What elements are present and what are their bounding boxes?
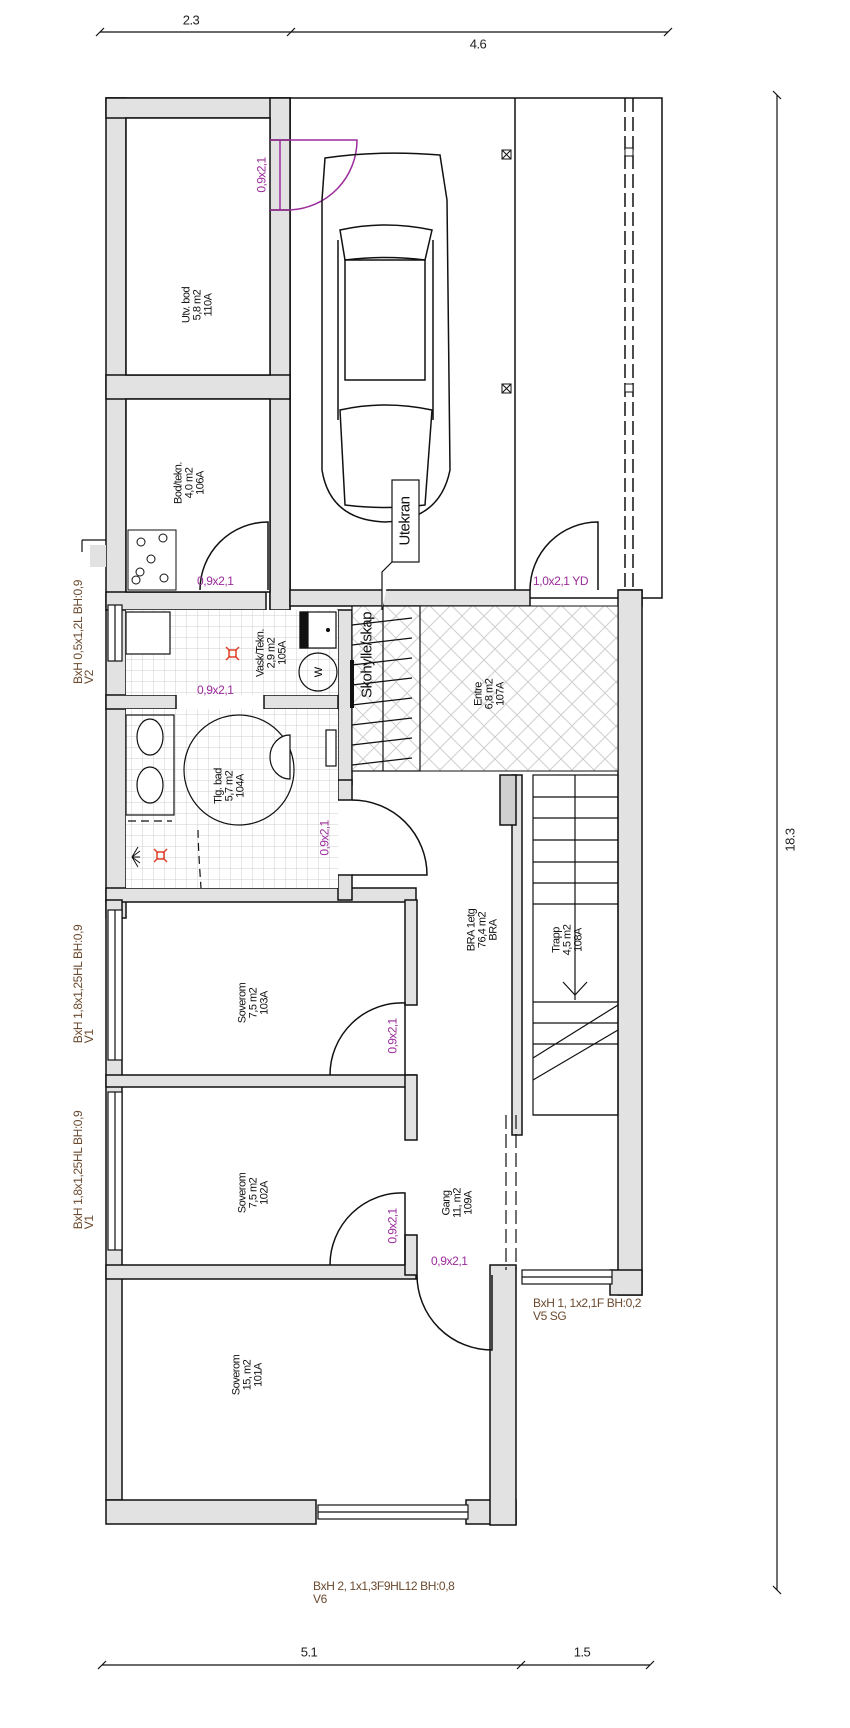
utv-bod-room bbox=[125, 117, 271, 376]
outdoor-tap-label: Utekran bbox=[396, 496, 414, 546]
door-label: 0,9x2,1 bbox=[254, 157, 269, 193]
sink-tech bbox=[125, 611, 171, 655]
stairs bbox=[505, 774, 619, 1270]
door-label: 0,9x2,1 bbox=[385, 1208, 400, 1244]
door-label: 0,9x2,1 bbox=[317, 820, 332, 856]
technical-unit bbox=[127, 529, 177, 591]
door-label: 0,9x2,1 bbox=[197, 574, 234, 588]
shower-icon bbox=[131, 846, 141, 868]
dimension-label: 4.6 bbox=[469, 36, 487, 52]
dimension-label: 2.3 bbox=[182, 12, 200, 28]
outdoor-tap-callout bbox=[381, 479, 420, 610]
door-label: 1,0x2,1 YD bbox=[533, 574, 589, 588]
doors bbox=[199, 139, 599, 1351]
entre-floor bbox=[419, 605, 619, 772]
dimension-right bbox=[772, 90, 782, 1595]
dimension-label: 1.5 bbox=[573, 1644, 591, 1660]
dimension-top bbox=[95, 27, 673, 37]
door-label: 0,9x2,1 bbox=[431, 1254, 468, 1268]
svg-text:W: W bbox=[313, 666, 325, 677]
bath-fixtures bbox=[125, 714, 337, 889]
door-label: 0,9x2,1 bbox=[197, 683, 234, 697]
shoe-cabinet-label: Skohylle/skap bbox=[358, 611, 376, 699]
post-marks bbox=[501, 147, 634, 394]
dimension-label: 5.1 bbox=[300, 1644, 318, 1660]
dimension-bottom bbox=[97, 1660, 655, 1670]
carport bbox=[289, 97, 663, 599]
windows bbox=[107, 604, 613, 1520]
door-label: 0,9x2,1 bbox=[385, 1018, 400, 1054]
car-icon bbox=[321, 152, 451, 523]
sink bbox=[298, 611, 338, 692]
smoke-detector-icon bbox=[153, 646, 240, 863]
dimension-label: 18.3 bbox=[782, 828, 798, 852]
